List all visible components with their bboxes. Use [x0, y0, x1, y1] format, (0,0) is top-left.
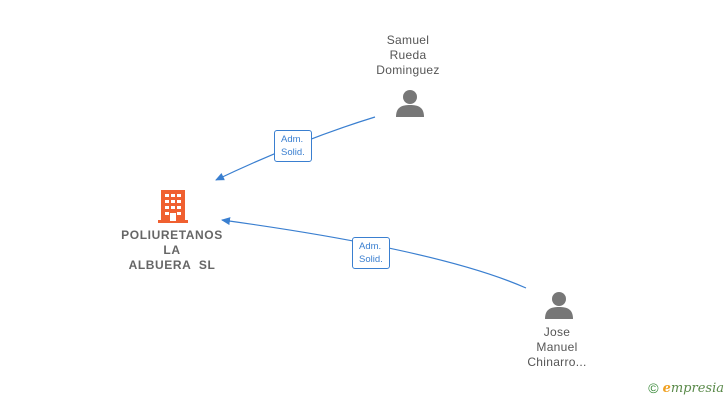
- person-icon: [396, 90, 424, 117]
- company-label[interactable]: POLIURETANOS LA ALBUERA SL: [107, 228, 237, 273]
- edge-label-line: Adm.: [281, 134, 304, 145]
- edge-label-line: Solid.: [359, 254, 383, 265]
- edge-line-jose-to-company: [221, 217, 527, 289]
- company-node[interactable]: [157, 188, 189, 224]
- person-node-jose[interactable]: [544, 290, 574, 320]
- brand-logo-initial: e: [662, 380, 671, 396]
- person-icon: [545, 292, 573, 319]
- edge-label-samuel[interactable]: Adm. Solid.: [274, 130, 312, 162]
- edge-label-line: Adm.: [359, 241, 382, 252]
- person-name-line: Chinarro...: [527, 355, 587, 369]
- edge-label-jose[interactable]: Adm. Solid.: [352, 237, 390, 269]
- brand-logo-rest: mpresia: [670, 380, 724, 396]
- person-label-jose[interactable]: Jose Manuel Chinarro...: [497, 325, 617, 370]
- brand-logo: empresia: [663, 381, 724, 396]
- person-name-line: Jose: [543, 325, 571, 339]
- person-label-samuel[interactable]: Samuel Rueda Dominguez: [348, 33, 468, 78]
- person-name-line: Dominguez: [376, 63, 440, 77]
- person-name-line: Samuel: [386, 33, 430, 47]
- company-name-line: POLIURETANOS: [121, 228, 223, 242]
- person-name-line: Manuel: [536, 340, 578, 354]
- company-name-line: LA: [163, 243, 181, 257]
- copyright-symbol: ©: [648, 380, 659, 396]
- brand-watermark: © empresia: [648, 380, 724, 396]
- person-name-line: Rueda: [389, 48, 427, 62]
- person-node-samuel[interactable]: [395, 88, 425, 118]
- building-icon: [158, 190, 188, 223]
- edge-label-line: Solid.: [281, 147, 305, 158]
- company-name-line: ALBUERA SL: [128, 258, 216, 272]
